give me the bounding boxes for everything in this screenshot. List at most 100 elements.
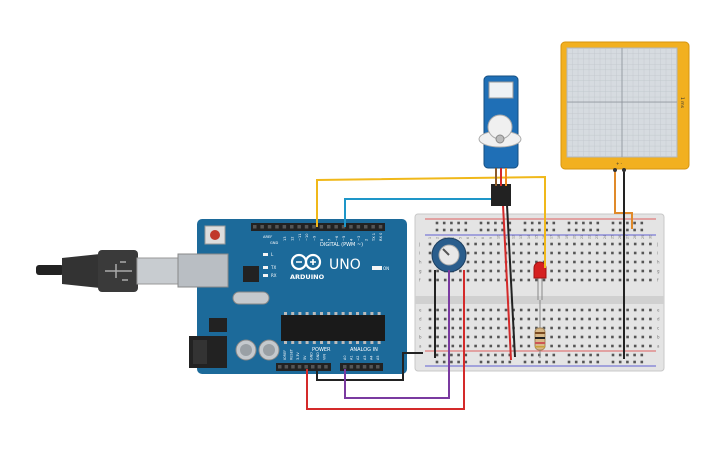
usb-cable[interactable] [36, 250, 180, 292]
breadboard-hole[interactable] [527, 317, 531, 321]
breadboard-hole[interactable] [588, 242, 591, 246]
breadboard-hole[interactable] [512, 260, 515, 264]
rail-hole[interactable] [574, 353, 578, 357]
breadboard-hole[interactable] [565, 335, 569, 339]
digital-pin-hole[interactable] [267, 225, 272, 229]
breadboard-hole[interactable] [573, 308, 576, 312]
breadboard-hole[interactable] [428, 278, 432, 282]
breadboard-hole[interactable] [641, 335, 645, 339]
breadboard-hole[interactable] [481, 278, 485, 282]
rail-hole[interactable] [567, 353, 571, 357]
breadboard-hole[interactable] [588, 317, 591, 321]
rail-hole[interactable] [567, 360, 571, 364]
wire-yellow-signal[interactable] [316, 175, 546, 268]
breadboard-hole[interactable] [557, 269, 561, 273]
wire-purple-a0[interactable] [344, 270, 450, 399]
rail-hole[interactable] [545, 221, 548, 225]
rail-hole[interactable] [538, 221, 541, 225]
breadboard-hole[interactable] [428, 251, 432, 255]
breadboard-hole[interactable] [611, 308, 614, 312]
breadboard-hole[interactable] [588, 251, 591, 255]
breadboard-hole[interactable] [595, 335, 599, 339]
breadboard-hole[interactable] [588, 326, 591, 330]
breadboard-hole[interactable] [633, 308, 637, 312]
rail-hole[interactable] [501, 353, 504, 357]
breadboard-hole[interactable] [618, 278, 622, 282]
breadboard-hole[interactable] [618, 344, 622, 348]
breadboard-hole[interactable] [649, 242, 652, 246]
power-pin-hole[interactable] [324, 365, 328, 369]
breadboard-hole[interactable] [443, 278, 447, 282]
rail-hole[interactable] [457, 360, 460, 364]
breadboard-hole[interactable] [474, 308, 477, 312]
breadboard-hole[interactable] [565, 344, 569, 348]
breadboard-hole[interactable] [633, 317, 637, 321]
breadboard-hole[interactable] [565, 251, 569, 255]
breadboard-hole[interactable] [443, 317, 447, 321]
breadboard-hole[interactable] [588, 308, 591, 312]
breadboard-hole[interactable] [626, 344, 629, 348]
breadboard-hole[interactable] [504, 308, 508, 312]
breadboard-hole[interactable] [527, 251, 531, 255]
rail-hole[interactable] [464, 353, 468, 357]
breadboard-hole[interactable] [504, 326, 508, 330]
breadboard-hole[interactable] [550, 308, 553, 312]
analog-pin-hole[interactable] [362, 365, 367, 369]
breadboard-hole[interactable] [436, 326, 439, 330]
rail-hole[interactable] [508, 228, 512, 232]
breadboard-hole[interactable] [649, 278, 652, 282]
rail-hole[interactable] [640, 360, 644, 364]
digital-pin-hole[interactable] [364, 225, 368, 229]
wire-black-gnd[interactable] [316, 352, 423, 381]
rail-hole[interactable] [552, 360, 556, 364]
breadboard-hole[interactable] [565, 317, 569, 321]
wire-red-5v[interactable] [306, 270, 465, 410]
potentiometer[interactable] [431, 237, 467, 273]
breadboard-hole[interactable] [428, 344, 432, 348]
rail-hole[interactable] [633, 221, 636, 225]
rail-hole[interactable] [582, 353, 585, 357]
breadboard-hole[interactable] [573, 278, 576, 282]
rail-hole[interactable] [523, 353, 527, 357]
breadboard-hole[interactable] [550, 260, 553, 264]
breadboard-hole[interactable] [512, 278, 515, 282]
breadboard-hole[interactable] [565, 269, 569, 273]
rail-hole[interactable] [523, 360, 527, 364]
breadboard-hole[interactable] [573, 344, 576, 348]
power-pin-hole[interactable] [304, 365, 308, 369]
rail-hole[interactable] [596, 228, 600, 232]
rail-hole[interactable] [611, 221, 615, 225]
rail-hole[interactable] [450, 360, 453, 364]
breadboard-hole[interactable] [626, 335, 629, 339]
breadboard-hole[interactable] [481, 251, 485, 255]
breadboard-hole[interactable] [466, 278, 470, 282]
breadboard-hole[interactable] [519, 278, 523, 282]
oscilloscope[interactable]: 1 ms + - [560, 41, 690, 172]
breadboard-hole[interactable] [519, 251, 523, 255]
resistor[interactable] [534, 318, 546, 358]
scope-pin-negative[interactable] [622, 168, 626, 172]
breadboard-hole[interactable] [466, 317, 470, 321]
breadboard-hole[interactable] [603, 251, 607, 255]
breadboard-hole[interactable] [588, 269, 591, 273]
breadboard-hole[interactable] [542, 278, 546, 282]
breadboard-hole[interactable] [649, 251, 652, 255]
breadboard-hole[interactable] [489, 278, 493, 282]
breadboard-hole[interactable] [557, 317, 561, 321]
breadboard-hole[interactable] [519, 317, 523, 321]
rail-hole[interactable] [545, 353, 548, 357]
breadboard-hole[interactable] [573, 269, 576, 273]
breadboard-hole[interactable] [451, 308, 455, 312]
rail-hole[interactable] [508, 221, 512, 225]
rail-hole[interactable] [479, 228, 483, 232]
breadboard-hole[interactable] [497, 251, 500, 255]
breadboard-hole[interactable] [557, 260, 561, 264]
breadboard-hole[interactable] [580, 344, 584, 348]
rail-hole[interactable] [545, 228, 548, 232]
rail-hole[interactable] [596, 360, 600, 364]
power-pin-hole[interactable] [291, 365, 295, 369]
breadboard-hole[interactable] [481, 344, 485, 348]
breadboard-hole[interactable] [443, 326, 447, 330]
breadboard-hole[interactable] [633, 344, 637, 348]
breadboard-hole[interactable] [489, 335, 493, 339]
